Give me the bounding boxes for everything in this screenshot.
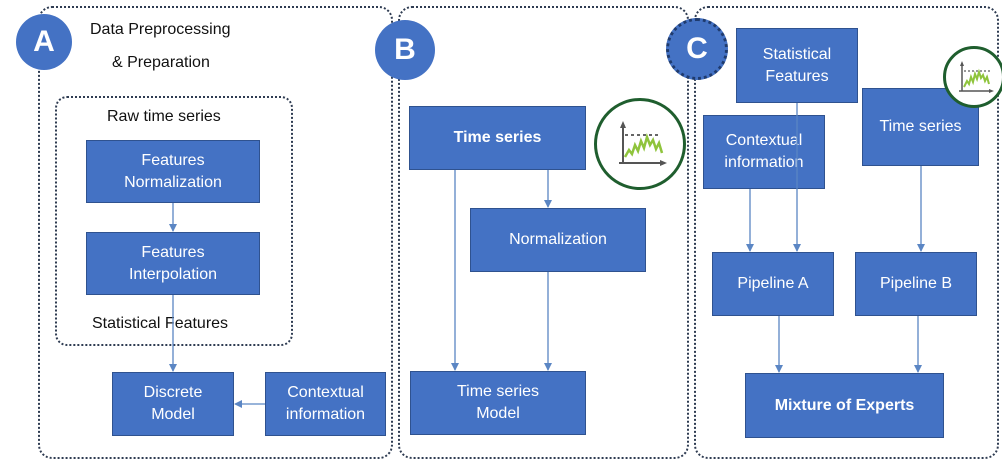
raw-time-series-label: Raw time series (107, 108, 221, 125)
panel-a-title-line2: & Preparation (112, 54, 210, 71)
raw-time-series-group (55, 96, 293, 346)
panel-b (398, 6, 689, 459)
pipeline-b-box: Pipeline B (855, 252, 977, 316)
line-chart-icon (943, 46, 1002, 108)
line-chart-icon (594, 98, 686, 190)
badge-b: B (375, 20, 435, 80)
features-interpolation-box: Features Interpolation (86, 232, 260, 295)
time-series-box-b: Time series (409, 106, 586, 170)
discrete-model-box: Discrete Model (112, 372, 234, 436)
features-normalization-box: Features Normalization (86, 140, 260, 203)
panel-a (38, 6, 393, 459)
statistical-features-label: Statistical Features (92, 315, 229, 332)
panel-a-title-line1: Data Preprocessing (90, 21, 231, 38)
contextual-information-box-a: Contextual information (265, 372, 386, 436)
badge-c: C (666, 18, 728, 80)
statistical-features-box: Statistical Features (736, 28, 858, 103)
time-series-model-box: Time series Model (410, 371, 586, 435)
panel-c (694, 6, 999, 459)
badge-a: A (16, 14, 72, 70)
mixture-of-experts-box: Mixture of Experts (745, 373, 944, 438)
pipeline-a-box: Pipeline A (712, 252, 834, 316)
contextual-information-box-c: Contextual information (703, 115, 825, 189)
normalization-box-b: Normalization (470, 208, 646, 272)
